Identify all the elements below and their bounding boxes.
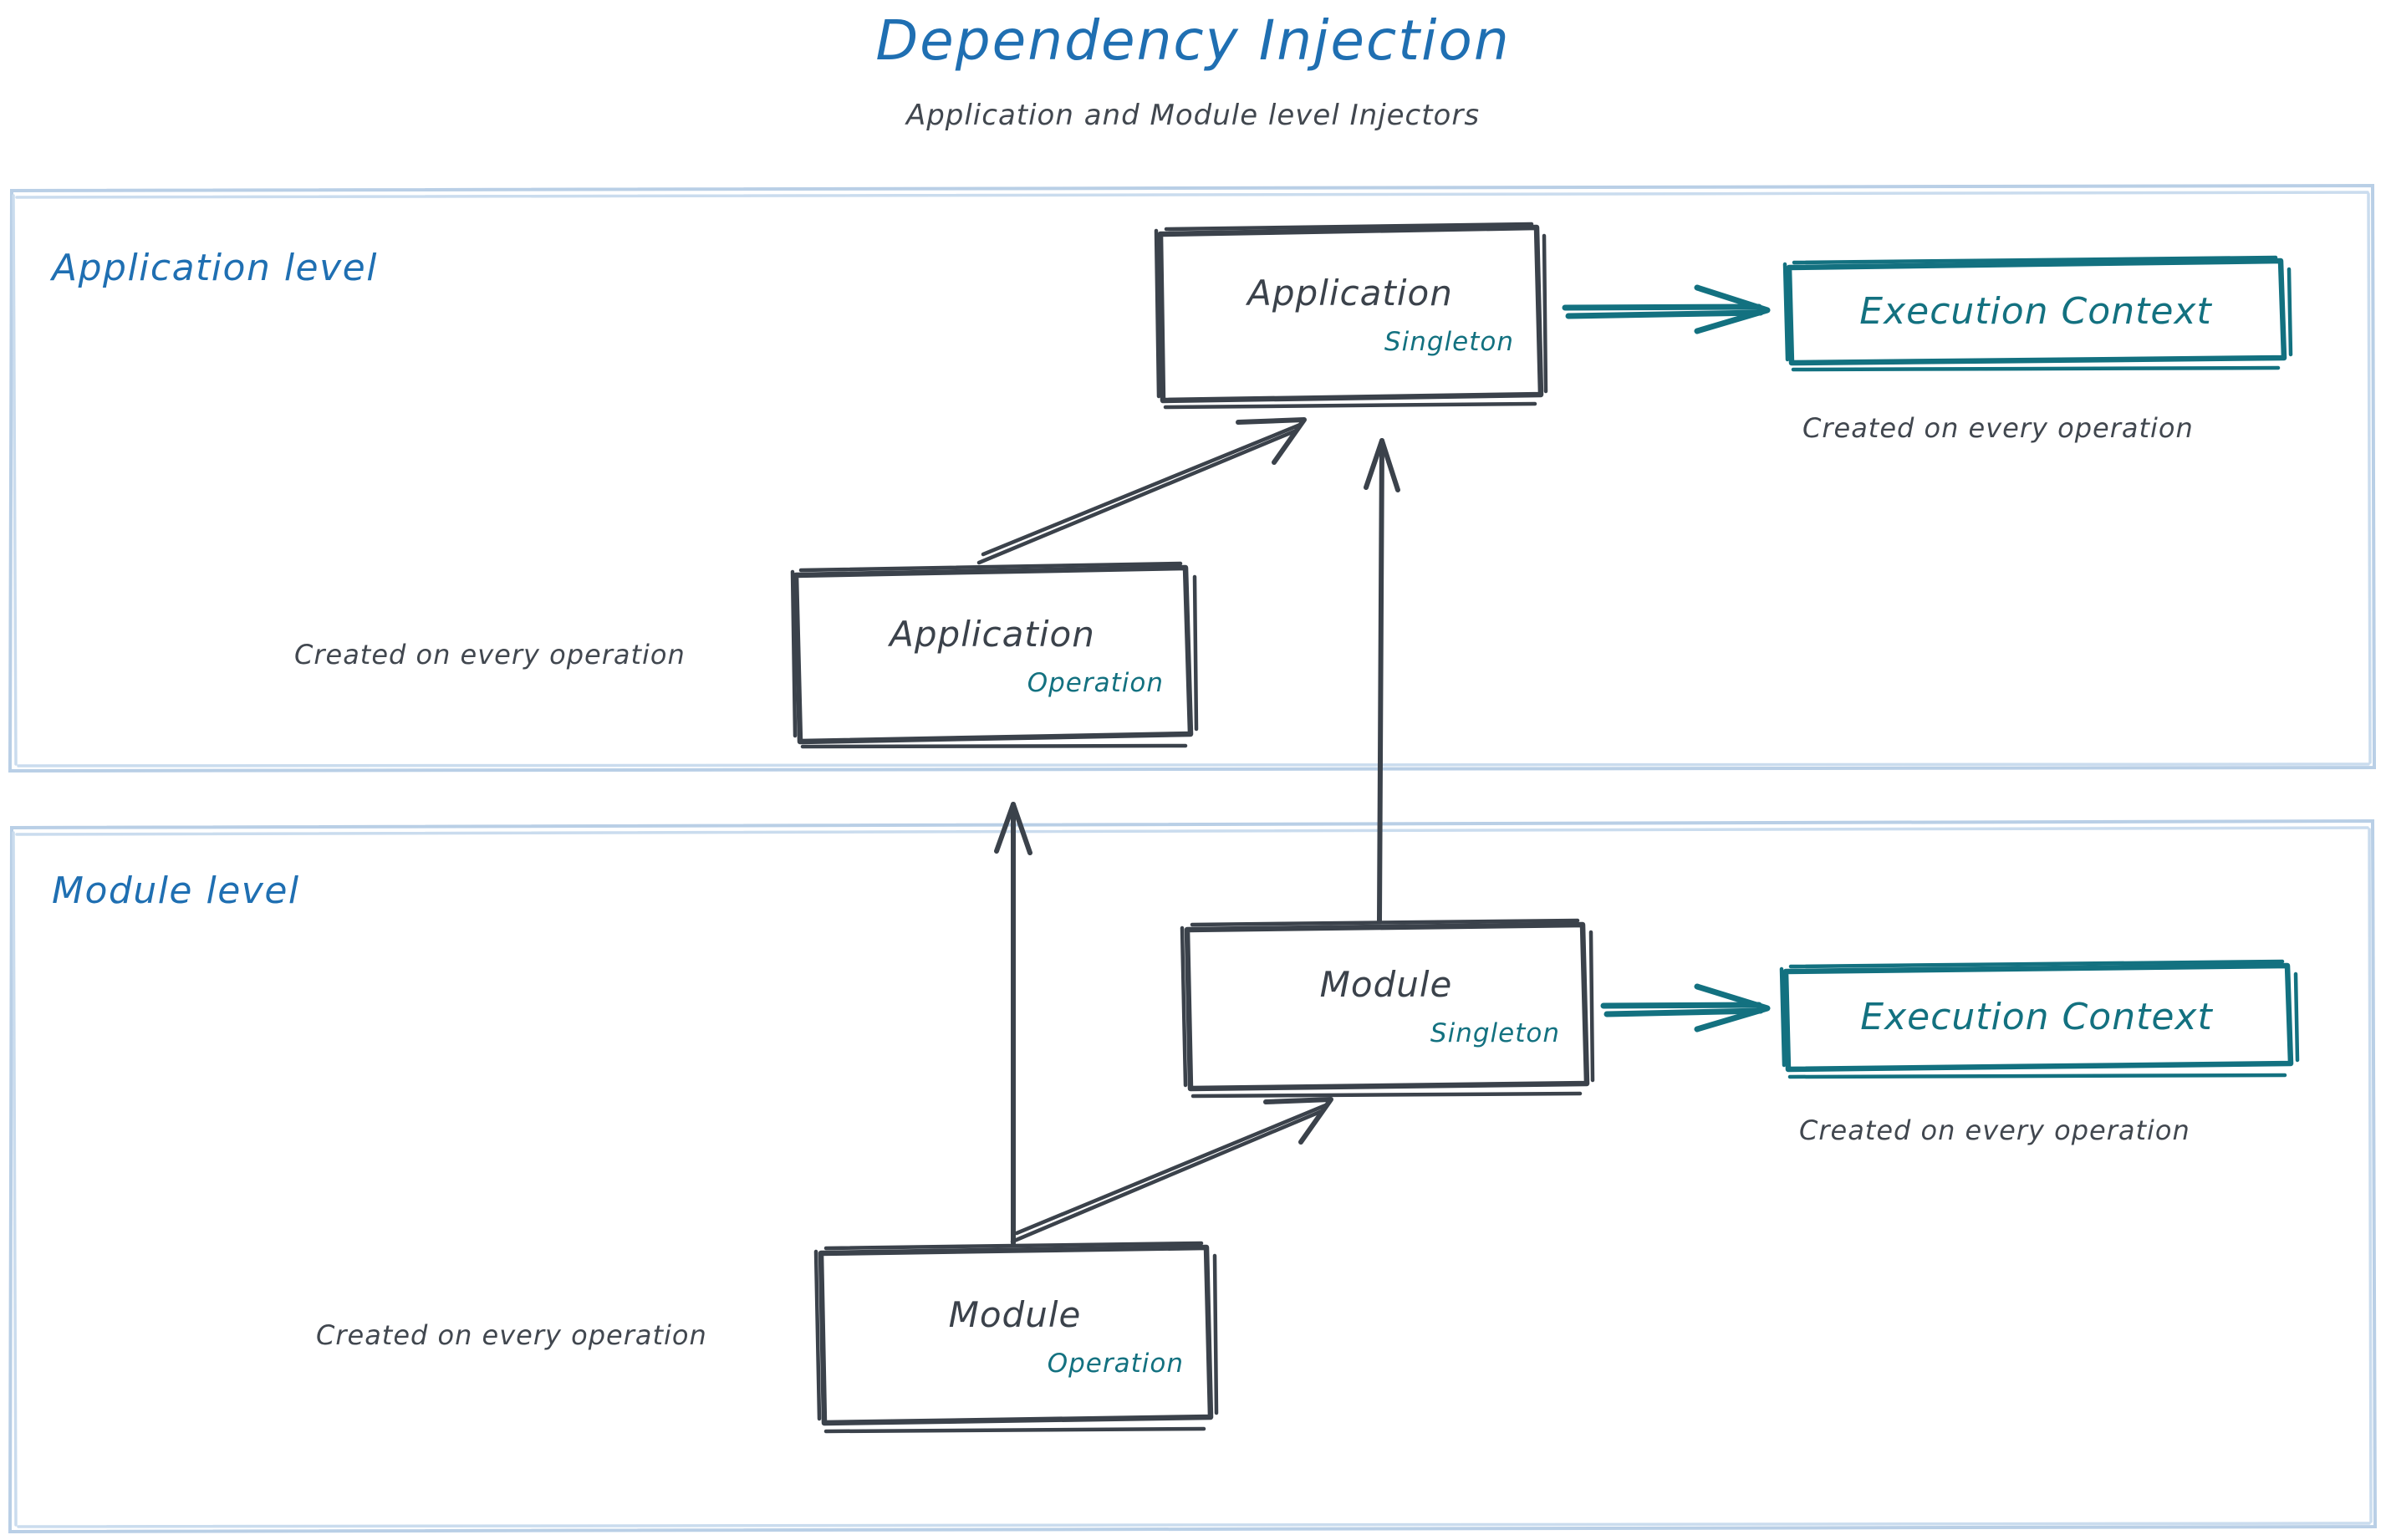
edge-module-singleton-to-app-singleton	[1364, 438, 1400, 923]
node-application-execution-context[interactable]: Execution Context	[1786, 260, 2286, 362]
node-title: Application	[890, 613, 1095, 655]
note-module-operation: Created on every operation	[316, 1319, 707, 1351]
edge-app-operation-to-app-singleton	[976, 417, 1307, 565]
edge-module-singleton-to-execution-context	[1600, 983, 1771, 1033]
node-module-singleton[interactable]: Module Singleton	[1184, 924, 1588, 1088]
node-application-singleton[interactable]: Application Singleton	[1158, 227, 1542, 401]
edge-app-singleton-to-execution-context	[1562, 284, 1771, 334]
note-application-operation: Created on every operation	[294, 639, 686, 671]
node-scope: Operation	[1027, 667, 1164, 698]
note-application-execution-context: Created on every operation	[1802, 412, 2194, 444]
node-module-operation[interactable]: Module Operation	[818, 1247, 1212, 1425]
application-level-label: Application level	[52, 247, 378, 289]
node-scope: Singleton	[1430, 1017, 1560, 1048]
node-title: Application	[1247, 272, 1453, 314]
node-title: Module	[948, 1293, 1082, 1335]
node-application-operation[interactable]: Application Operation	[793, 567, 1192, 744]
node-title: Module	[1319, 963, 1453, 1005]
node-module-execution-context[interactable]: Execution Context	[1782, 965, 2291, 1068]
node-scope: Singleton	[1384, 326, 1514, 357]
edge-module-operation-to-application-level	[994, 802, 1032, 1246]
page-subtitle: Application and Module level Injectors	[905, 99, 1481, 132]
page-title: Dependency Injection	[875, 8, 1511, 73]
note-module-execution-context: Created on every operation	[1799, 1114, 2190, 1146]
module-level-label: Module level	[52, 869, 300, 912]
node-title: Execution Context	[1859, 289, 2212, 333]
node-scope: Operation	[1047, 1348, 1184, 1379]
node-title: Execution Context	[1860, 995, 2213, 1038]
edge-module-operation-to-module-singleton	[1010, 1097, 1333, 1244]
